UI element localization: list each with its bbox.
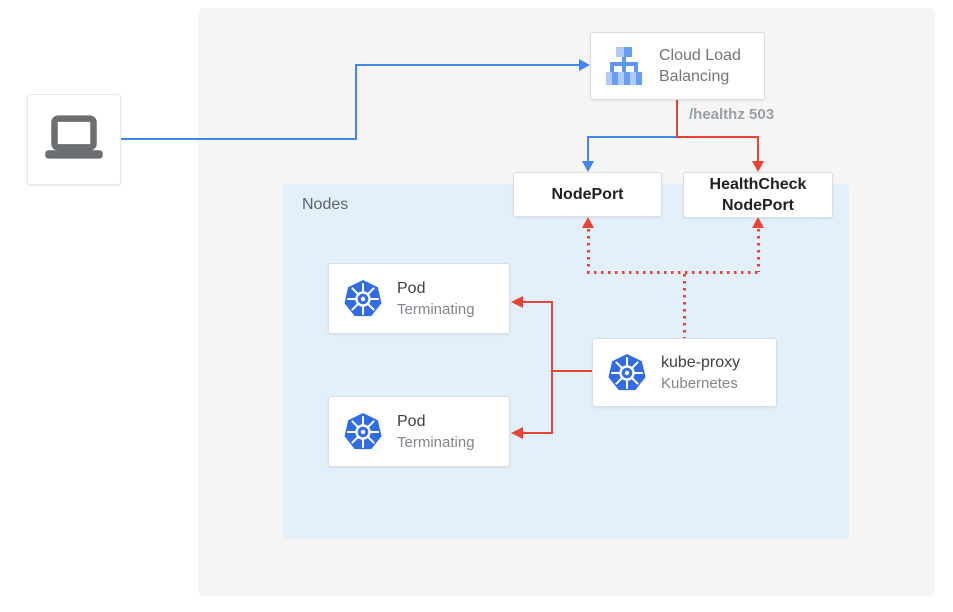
arrowhead-up-healthcheck <box>752 217 764 228</box>
arrowhead-into-pod1 <box>511 296 523 308</box>
edge-split-blue <box>587 136 678 138</box>
edge-dotted-to-healthcheck <box>757 229 760 272</box>
kubernetes-icon <box>343 411 383 452</box>
pod2-card: Pod Terminating <box>328 396 510 467</box>
healthz-label: /healthz 503 <box>689 106 775 123</box>
cloud-load-balancing-card: Cloud Load Balancing <box>590 32 765 100</box>
arrowhead-into-nodeport <box>582 161 594 172</box>
healthcheck-nodeport-label-line2: NodePort <box>722 197 794 214</box>
edge-split-red <box>676 136 759 138</box>
edge-pods-trunk <box>551 301 553 434</box>
arrowhead-into-pod2 <box>511 427 523 439</box>
edge-kubeproxy-up-dotted <box>683 274 686 338</box>
healthcheck-nodeport-label-line1: HealthCheck <box>709 176 807 193</box>
cloud-load-balancing-label: Cloud Load Balancing <box>659 47 741 85</box>
pod1-title: Pod <box>397 279 426 297</box>
arrowhead-into-load-balancer <box>579 59 590 71</box>
pod1-text: Pod Terminating <box>397 278 475 320</box>
nodeport-label: NodePort <box>551 185 624 203</box>
pod1-status: Terminating <box>397 300 475 318</box>
edge-client-horizontal <box>120 138 356 140</box>
pod2-title: Pod <box>397 412 426 430</box>
edge-to-nodeport <box>587 137 589 162</box>
edge-dotted-to-nodeport <box>587 229 590 272</box>
client-card <box>27 94 121 185</box>
edge-to-pod1 <box>523 301 553 303</box>
edge-client-to-lb <box>355 64 580 66</box>
arrowhead-up-nodeport <box>582 217 594 228</box>
cloud-load-balancing-icon <box>603 44 647 88</box>
kubernetes-icon <box>343 278 383 319</box>
arrowhead-into-healthcheck-nodeport <box>752 161 764 172</box>
healthcheck-nodeport-card: HealthCheck NodePort <box>683 172 833 218</box>
pod2-status: Terminating <box>397 433 475 451</box>
kubernetes-icon <box>607 352 647 393</box>
pod2-text: Pod Terminating <box>397 411 475 453</box>
kube-proxy-text: kube-proxy Kubernetes <box>661 352 740 394</box>
edge-kubeproxy-left <box>552 370 592 372</box>
edge-to-pod2 <box>523 432 553 434</box>
kube-proxy-title: kube-proxy <box>661 353 741 371</box>
edge-dotted-horizontal <box>587 271 759 274</box>
kube-proxy-subtitle: Kubernetes <box>661 374 738 392</box>
edge-to-healthcheck <box>757 137 759 162</box>
edge-lb-down <box>676 100 678 138</box>
kube-proxy-card: kube-proxy Kubernetes <box>592 338 777 407</box>
laptop-icon <box>43 114 105 166</box>
pod1-card: Pod Terminating <box>328 263 510 334</box>
nodeport-card: NodePort <box>513 172 662 217</box>
nodes-label: Nodes <box>302 196 349 213</box>
edge-client-vertical <box>355 64 357 140</box>
